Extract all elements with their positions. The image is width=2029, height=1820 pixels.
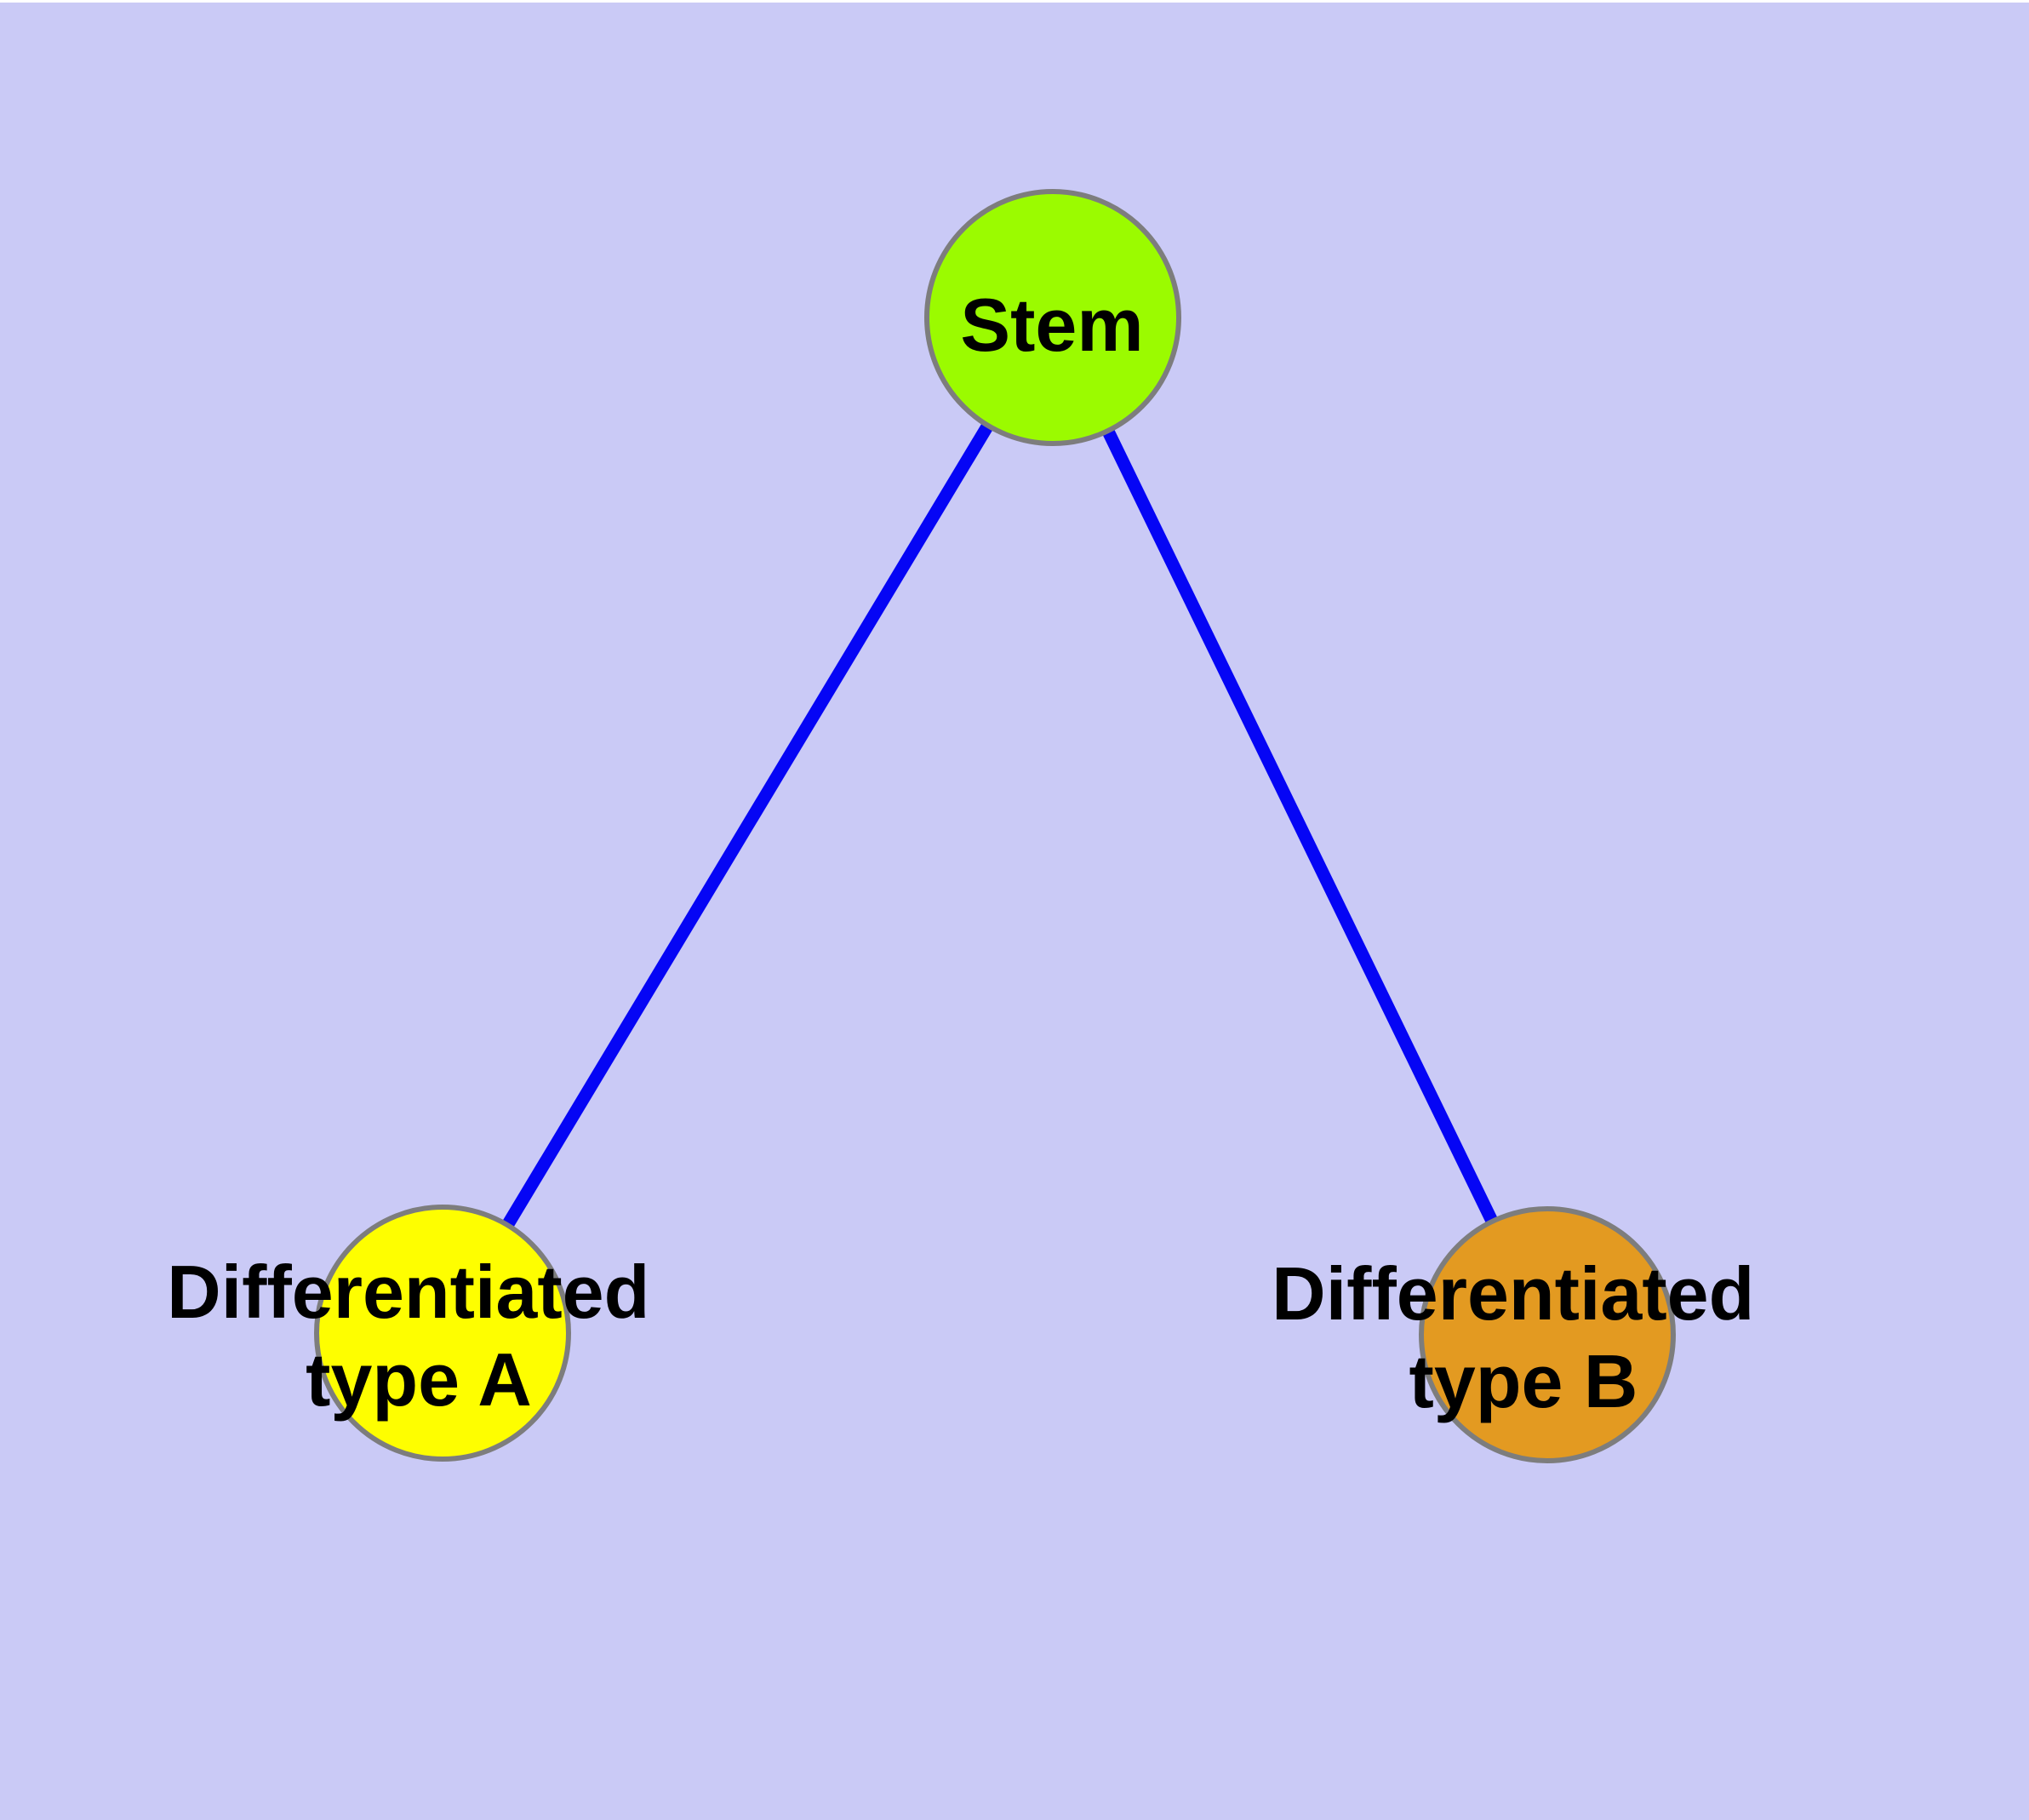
node-type-b-label-line2: type B — [1409, 1339, 1638, 1423]
node-stem — [924, 189, 1181, 446]
node-type-a-label-line2: type A — [306, 1337, 532, 1422]
node-differentiated-type-b — [1419, 1206, 1676, 1463]
edge-stem-to-type-a — [437, 314, 1059, 1336]
node-type-a-label-line1: Differentiated — [167, 1250, 649, 1334]
node-type-b-label: Differentiated type B — [1272, 1251, 1775, 1423]
edge-stem-to-type-b — [1047, 314, 1553, 1338]
node-differentiated-type-a — [314, 1205, 571, 1462]
node-stem-label: Stem — [960, 283, 1143, 367]
node-type-a-label: Differentiated type A — [167, 1250, 671, 1422]
node-type-b-label-line1: Differentiated — [1272, 1251, 1754, 1336]
